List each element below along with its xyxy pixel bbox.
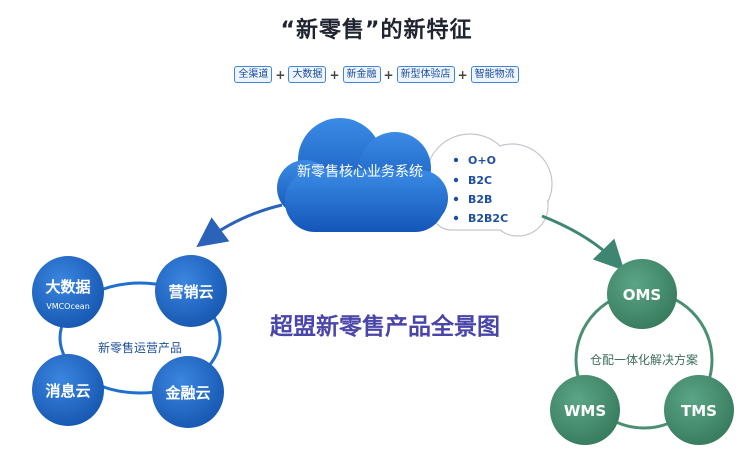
plus-sign: + <box>383 67 394 82</box>
cloud-bullet: B2B <box>468 193 492 206</box>
arrow-to-logistics <box>541 214 625 271</box>
bigdata-label: 大数据 <box>45 278 90 296</box>
logistics-center-label: 仓配一体化解决方案 <box>590 352 698 367</box>
core-cloud-label: 新零售核心业务系统 <box>297 164 423 180</box>
core-cloud <box>277 118 448 232</box>
page-title: “新零售”的新特征 <box>280 18 473 43</box>
cloud-bullet: O+O <box>468 154 496 167</box>
feature-tag-store: 新型体验店 <box>396 66 455 83</box>
feature-tags: 全渠道 + 大数据 + 新金融 + 新型体验店 + 智能物流 <box>0 66 753 83</box>
oms-label: OMS <box>623 286 661 304</box>
message-node <box>32 354 104 426</box>
marketing-label: 营销云 <box>168 283 213 301</box>
wms-node <box>550 375 620 445</box>
bigdata-sublabel: VMCOcean <box>46 302 90 311</box>
plus-sign: + <box>275 67 286 82</box>
oms-node <box>607 259 677 329</box>
feature-tag-omnichannel: 全渠道 <box>234 66 273 83</box>
feature-tag-bigdata: 大数据 <box>288 66 327 83</box>
feature-tag-logistics: 智能物流 <box>470 66 519 83</box>
bigdata-node <box>32 256 104 328</box>
cloud-bullet-list: O+O B2C B2B B2B2C <box>453 154 508 225</box>
tms-label: TMS <box>681 402 717 420</box>
cloud-bullet: B2C <box>468 174 492 187</box>
tms-node <box>664 375 734 445</box>
finance-label: 金融云 <box>164 384 210 402</box>
arrow-to-operations <box>196 203 283 248</box>
finance-node <box>152 356 224 428</box>
center-title: 超盟新零售产品全景图 <box>270 313 500 340</box>
operations-group: 新零售运营产品 大数据 VMCOcean 营销云 消息云 金融云 <box>32 255 227 428</box>
plus-sign: + <box>329 67 340 82</box>
message-label: 消息云 <box>45 382 90 400</box>
logistics-group: 仓配一体化解决方案 OMS WMS TMS <box>550 259 734 445</box>
cloud-bullet: B2B2C <box>468 212 508 225</box>
marketing-node <box>155 255 227 327</box>
plus-sign: + <box>457 67 468 82</box>
operations-center-label: 新零售运营产品 <box>98 340 182 355</box>
wms-label: WMS <box>564 402 606 420</box>
feature-tag-finance: 新金融 <box>342 66 381 83</box>
